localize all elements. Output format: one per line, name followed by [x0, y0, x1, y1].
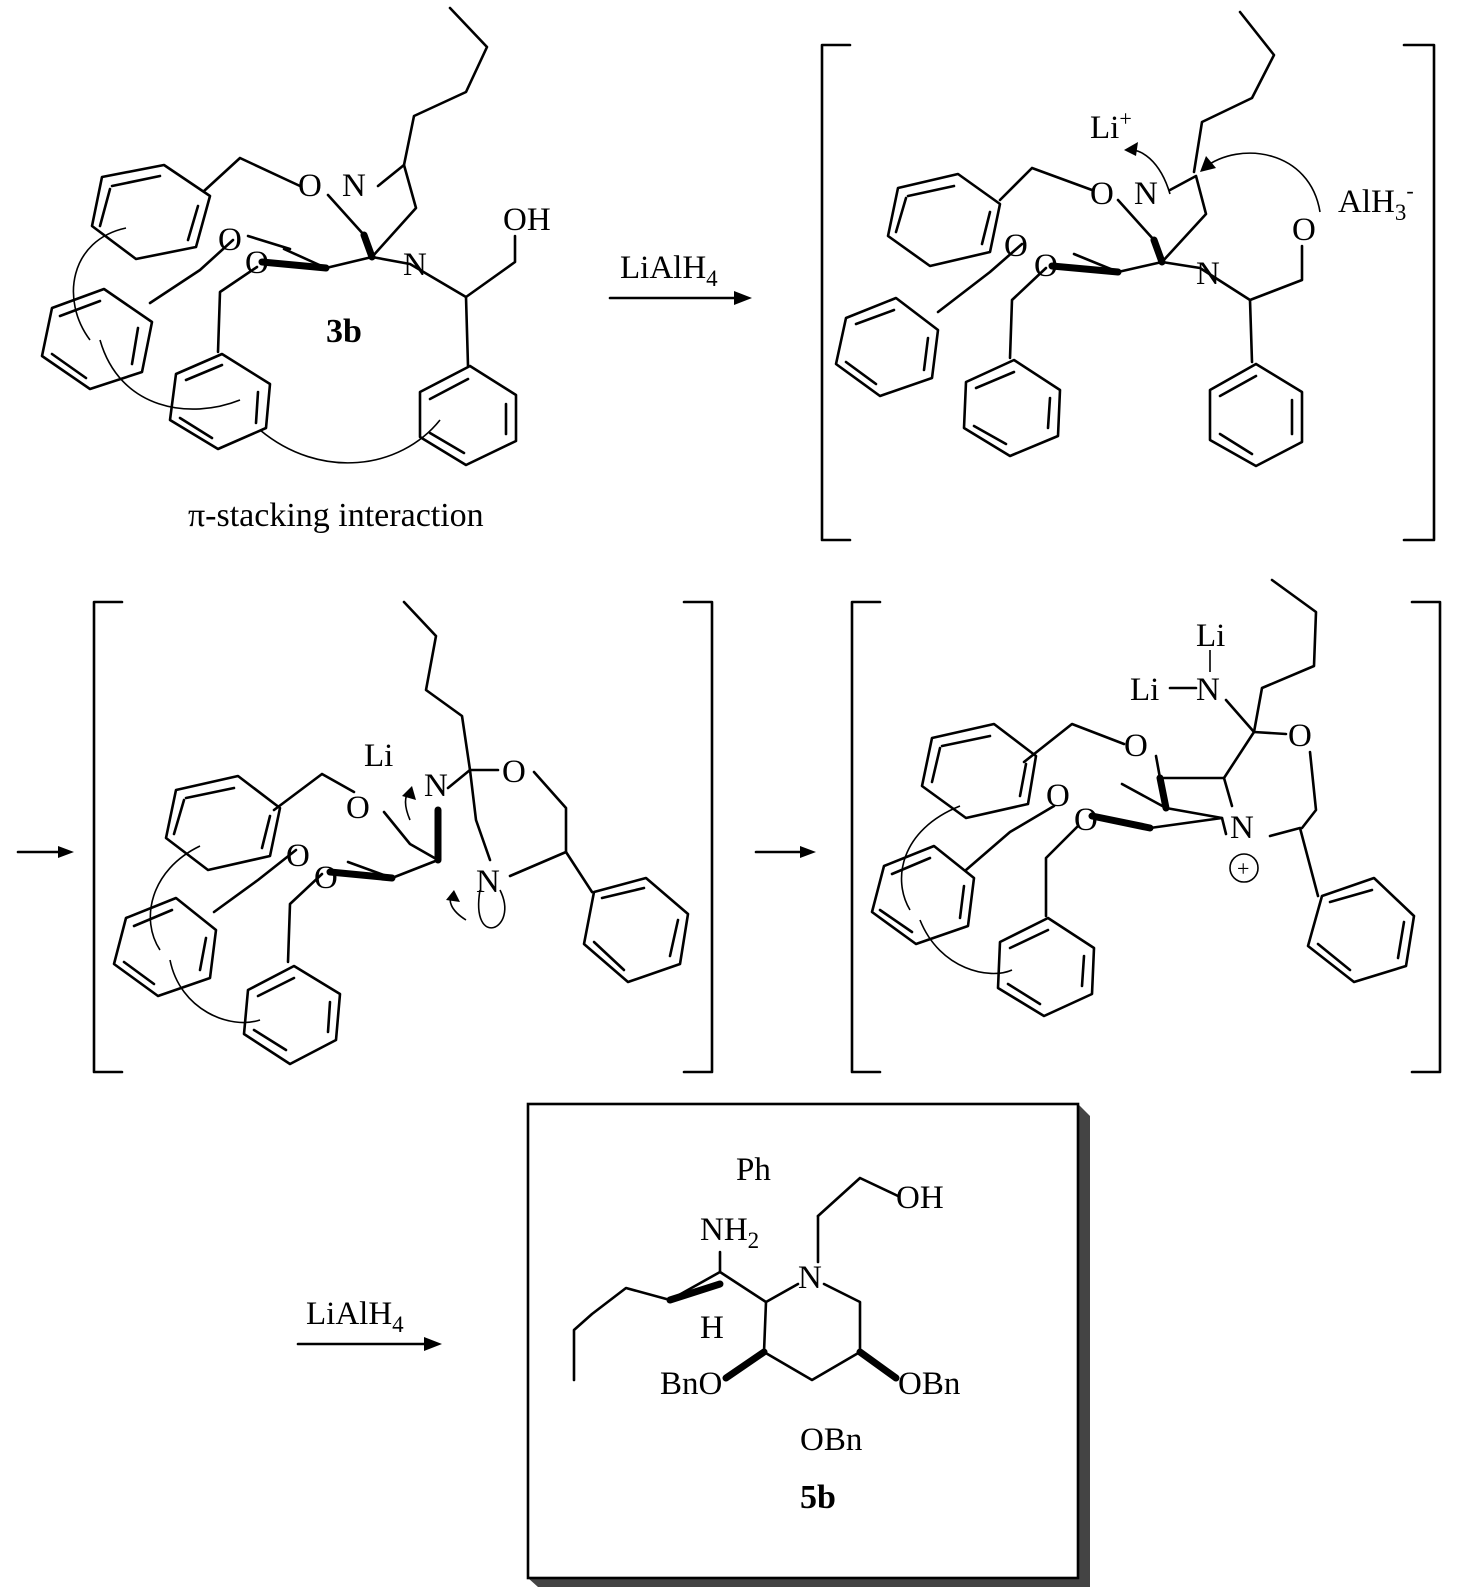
atom-N: N — [1134, 176, 1158, 212]
reaction-arrow-1 — [608, 291, 752, 305]
atom-H: H — [700, 1310, 724, 1346]
reagent-lialh4: LiAlH4 — [306, 1296, 404, 1337]
atom-O: O — [1124, 728, 1148, 764]
group-OBn: OBn — [898, 1366, 960, 1402]
atom-Li: Li — [1196, 618, 1225, 654]
atom-Li: Li — [364, 738, 393, 774]
intermediate-1-structure — [820, 10, 1436, 542]
atom-N: N — [476, 864, 500, 900]
atom-O: O — [346, 790, 370, 826]
positive-charge: + — [1237, 856, 1249, 881]
atom-N: N — [403, 247, 427, 283]
atom-OH: OH — [896, 1180, 944, 1216]
atom-O: O — [1292, 212, 1316, 248]
atom-O: O — [298, 168, 322, 204]
atom-O: O — [1090, 176, 1114, 212]
reaction-arrow-3 — [754, 846, 816, 858]
atom-O: O — [502, 754, 526, 790]
intermediate-2-structure — [92, 600, 714, 1074]
atom-AlH3: AlH3- — [1338, 178, 1414, 225]
reaction-arrow-2 — [16, 846, 74, 858]
atom-O: O — [1004, 228, 1028, 264]
atom-O: O — [1288, 718, 1312, 754]
substituent-Ph: Ph — [736, 1152, 771, 1188]
reagent-lialh4: LiAlH4 — [620, 250, 718, 291]
atom-N: N — [798, 1260, 822, 1296]
atom-O: O — [1034, 248, 1058, 284]
atom-Li: Li+ — [1090, 106, 1132, 146]
reaction-arrow-4 — [296, 1337, 442, 1351]
atom-N: N — [1196, 256, 1220, 292]
compound-3b-structure — [40, 6, 518, 467]
atom-Li: Li — [1130, 672, 1159, 708]
compound-label-3b: 3b — [326, 313, 362, 350]
atom-O: O — [245, 245, 269, 281]
atom-N: N — [424, 768, 448, 804]
atom-N: N — [1196, 672, 1220, 708]
group-OBn: OBn — [800, 1422, 862, 1458]
atom-O: O — [314, 860, 338, 896]
intermediate-3-structure — [850, 578, 1442, 1074]
atom-NH2: NH2 — [700, 1212, 759, 1253]
product-5b-structure — [572, 1176, 900, 1382]
atom-O: O — [218, 222, 242, 258]
group-BnO: BnO — [660, 1366, 722, 1402]
atom-OH: OH — [503, 202, 551, 238]
atom-O: O — [286, 838, 310, 874]
product-box — [526, 1102, 1090, 1587]
compound-label-5b: 5b — [800, 1479, 836, 1516]
atom-N: N — [342, 168, 366, 204]
atom-O: O — [1046, 778, 1070, 814]
atom-N: N — [1230, 810, 1254, 846]
pi-stacking-caption: π-stacking interaction — [188, 497, 484, 534]
positive-charge-icon — [1229, 853, 1259, 883]
atom-O: O — [1074, 802, 1098, 838]
